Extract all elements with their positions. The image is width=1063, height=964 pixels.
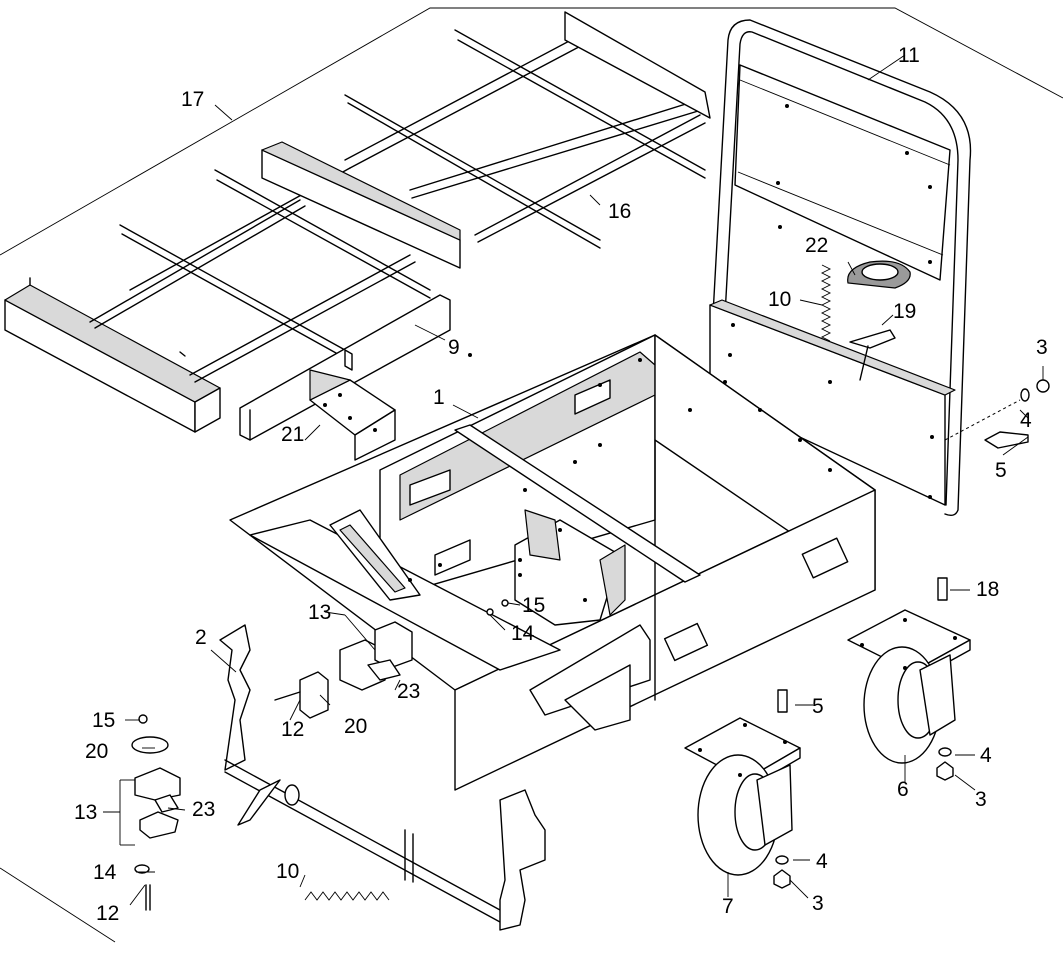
callout-3: 3 bbox=[975, 788, 987, 811]
callout-3: 3 bbox=[1036, 336, 1048, 359]
callout-23: 23 bbox=[192, 798, 216, 821]
callout-14: 14 bbox=[93, 861, 117, 884]
callout-10: 10 bbox=[768, 288, 792, 311]
rack-assembly bbox=[4, 167, 451, 441]
main-chassis bbox=[229, 334, 876, 791]
callout-12: 12 bbox=[281, 718, 305, 741]
callout-6: 6 bbox=[897, 778, 909, 801]
callout-18: 18 bbox=[976, 578, 1000, 601]
callout-14: 14 bbox=[511, 622, 535, 645]
fastener-hardware bbox=[773, 379, 1050, 889]
callout-15: 15 bbox=[522, 594, 546, 617]
callout-19: 19 bbox=[893, 300, 917, 323]
callout-2: 2 bbox=[195, 626, 207, 649]
callout-4: 4 bbox=[980, 744, 992, 767]
callout-3: 3 bbox=[812, 892, 824, 915]
callout-4: 4 bbox=[816, 850, 828, 873]
upper-rack-grid bbox=[344, 11, 711, 249]
callout-17: 17 bbox=[181, 88, 205, 111]
callout-5: 5 bbox=[995, 459, 1007, 482]
callout-21: 21 bbox=[281, 423, 305, 446]
callout-20: 20 bbox=[344, 715, 368, 738]
callout-10: 10 bbox=[276, 860, 300, 883]
callout-23: 23 bbox=[397, 680, 421, 703]
bracket bbox=[309, 369, 396, 461]
callout-5: 5 bbox=[812, 695, 824, 718]
callout-16: 16 bbox=[608, 200, 632, 223]
caster-right bbox=[847, 609, 971, 764]
latch-parts bbox=[820, 260, 911, 381]
axle-assembly bbox=[219, 624, 546, 931]
callout-22: 22 bbox=[805, 234, 829, 257]
frame-outline bbox=[0, 7, 1063, 943]
callout-12: 12 bbox=[96, 902, 120, 925]
callout-9: 9 bbox=[448, 336, 460, 359]
caster-left bbox=[684, 717, 801, 876]
callout-20: 20 bbox=[85, 740, 109, 763]
handle-frame bbox=[709, 19, 972, 517]
callout-11: 11 bbox=[898, 44, 920, 67]
callout-15: 15 bbox=[92, 709, 116, 732]
side-rail bbox=[261, 141, 461, 269]
callout-1: 1 bbox=[433, 386, 445, 409]
callout-13: 13 bbox=[74, 801, 98, 824]
clamp-hardware bbox=[131, 599, 509, 911]
callout-4: 4 bbox=[1020, 409, 1032, 432]
leader-lines bbox=[103, 54, 1044, 906]
callout-13: 13 bbox=[308, 601, 332, 624]
callout-7: 7 bbox=[722, 895, 734, 918]
